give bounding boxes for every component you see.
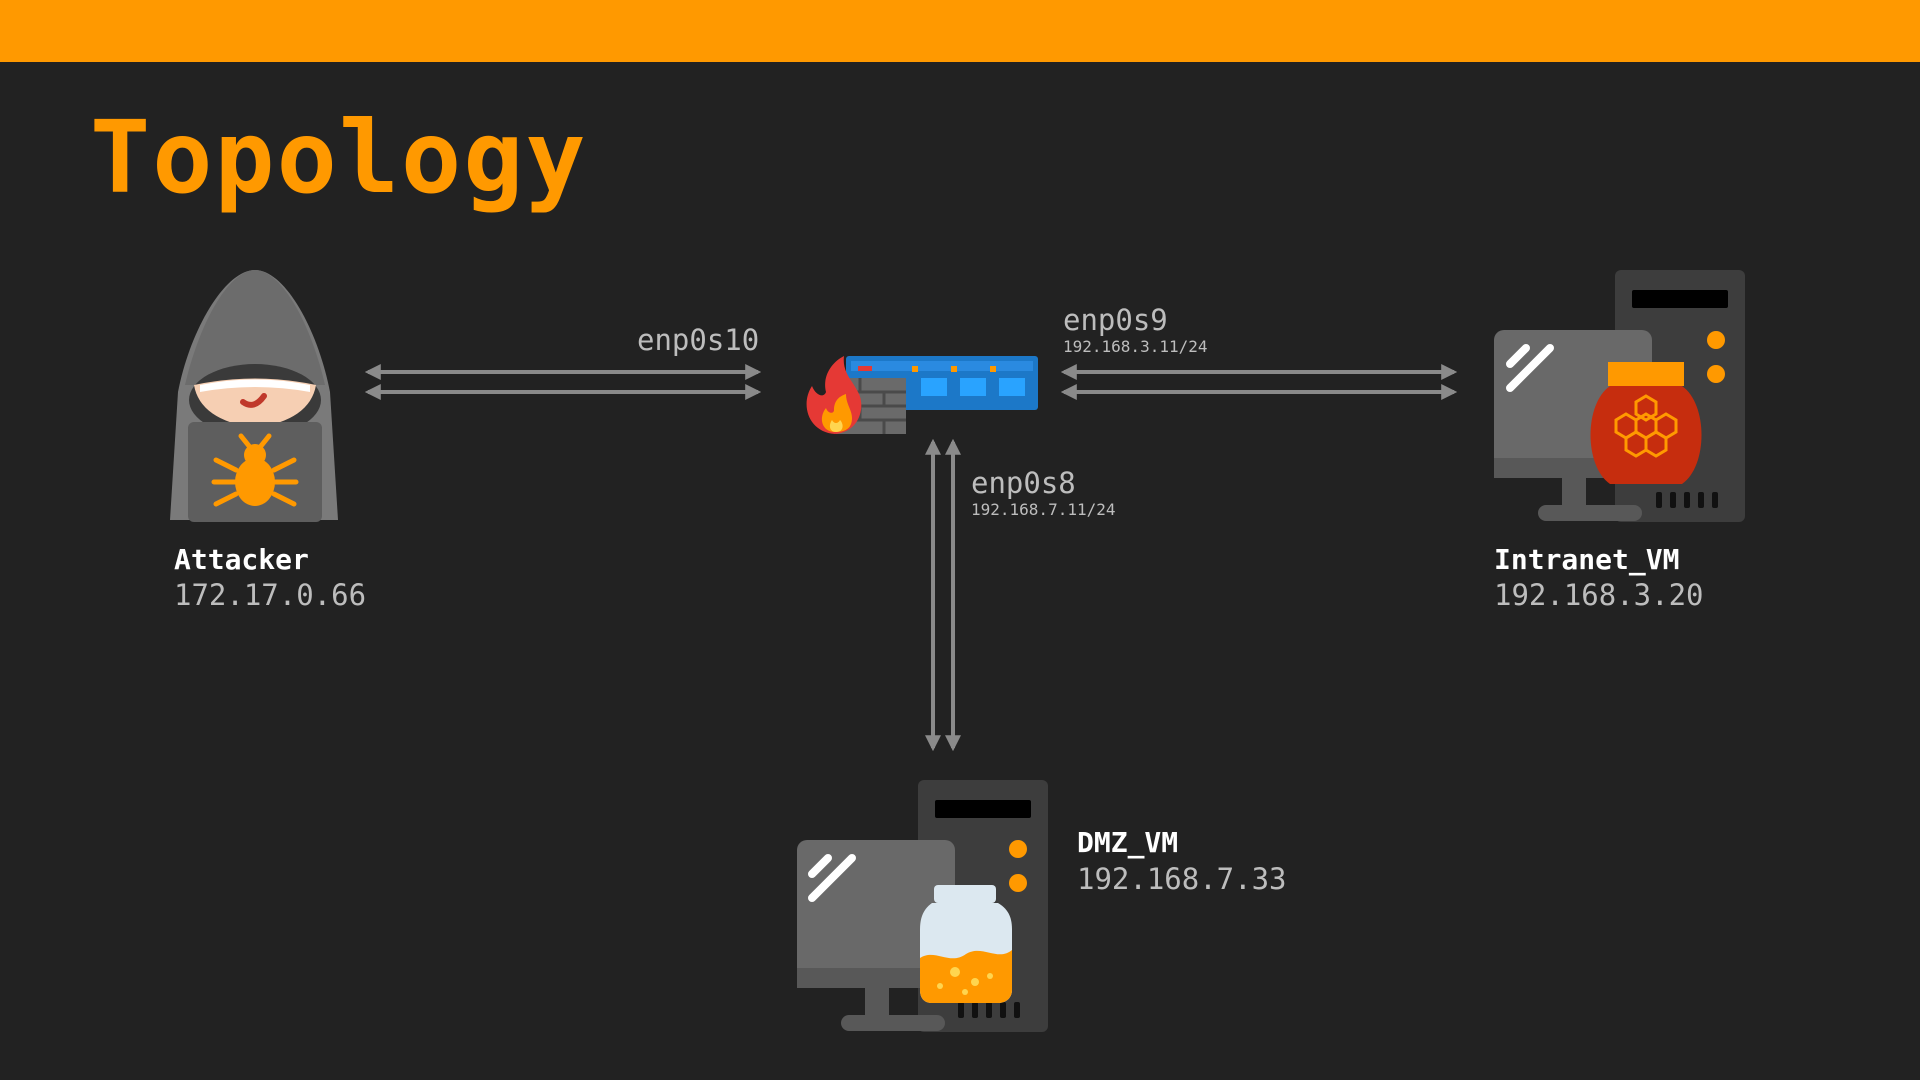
iface-enp0s9-ip: 192.168.3.11/24: [1063, 337, 1208, 356]
header-bar: [0, 0, 1920, 62]
iface-enp0s8-ip: 192.168.7.11/24: [971, 500, 1116, 519]
dmz-vm-ip: 192.168.7.33: [1077, 862, 1287, 896]
honeypot-icon: [1590, 362, 1702, 484]
honey-jar-icon: [920, 885, 1012, 1003]
intranet-vm-name: Intranet_VM: [1494, 543, 1680, 576]
link-firewall-dmz: [925, 438, 961, 752]
link-firewall-intranet: [1060, 364, 1458, 400]
hacker-laptop-icon: [170, 270, 338, 522]
vent-slots: [958, 1002, 1020, 1018]
link-attacker-firewall: [364, 364, 762, 400]
fire-icon: [806, 356, 862, 434]
vent-slots: [1656, 492, 1718, 508]
computer-honeypot-icon: [1494, 270, 1745, 522]
slide-title: Topology: [90, 99, 588, 216]
attacker-ip: 172.17.0.66: [174, 578, 367, 612]
firewall-switch-icon: [806, 356, 1038, 434]
dmz-vm-name: DMZ_VM: [1077, 826, 1179, 859]
iface-enp0s9-label: enp0s9: [1063, 303, 1168, 337]
intranet-vm-ip: 192.168.3.20: [1494, 578, 1704, 612]
computer-honey-jar-icon: [797, 780, 1048, 1032]
iface-enp0s8-label: enp0s8: [971, 466, 1076, 500]
bug-icon: [211, 433, 299, 507]
iface-enp0s10-label: enp0s10: [637, 323, 760, 357]
attacker-name: Attacker: [174, 543, 309, 576]
